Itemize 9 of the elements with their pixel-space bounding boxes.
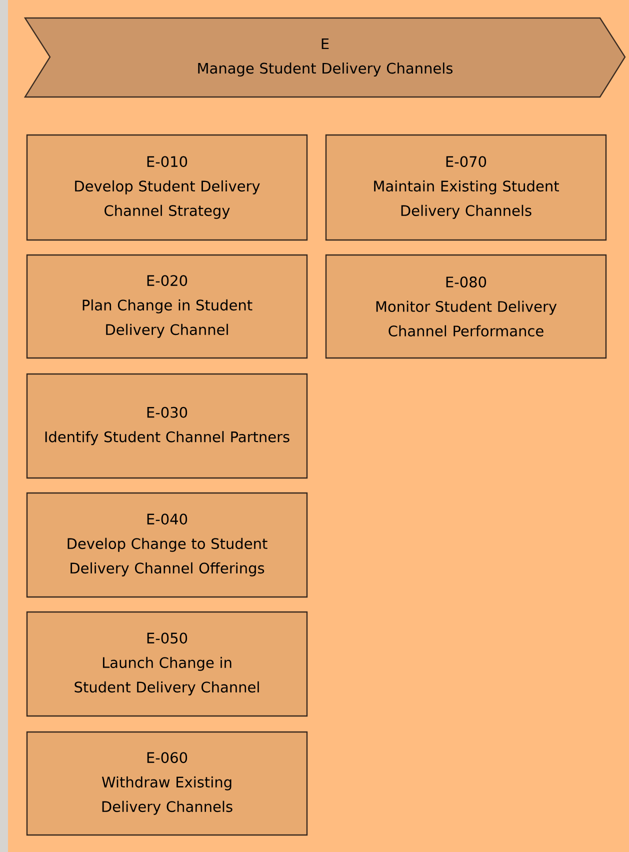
process-box: E-060 Withdraw Existing Delivery Channels	[26, 731, 308, 836]
chevron-banner: E Manage Student Delivery Channels	[24, 17, 626, 98]
process-box: E-070 Maintain Existing Student Delivery Channels	[325, 134, 607, 241]
process-box: E-050 Launch Change in Student Delivery Channel	[26, 611, 308, 717]
process-box: E-020 Plan Change in Student Delivery Channel	[26, 254, 308, 359]
process-box: E-040 Develop Change to Student Delivery Channel Offerings	[26, 492, 308, 598]
process-box: E-010 Develop Student Delivery Channel Strategy	[26, 134, 308, 241]
process-box: E-030 Identify Student Channel Partners	[26, 373, 308, 479]
process-box: E-080 Monitor Student Delivery Channel Performance	[325, 254, 607, 359]
